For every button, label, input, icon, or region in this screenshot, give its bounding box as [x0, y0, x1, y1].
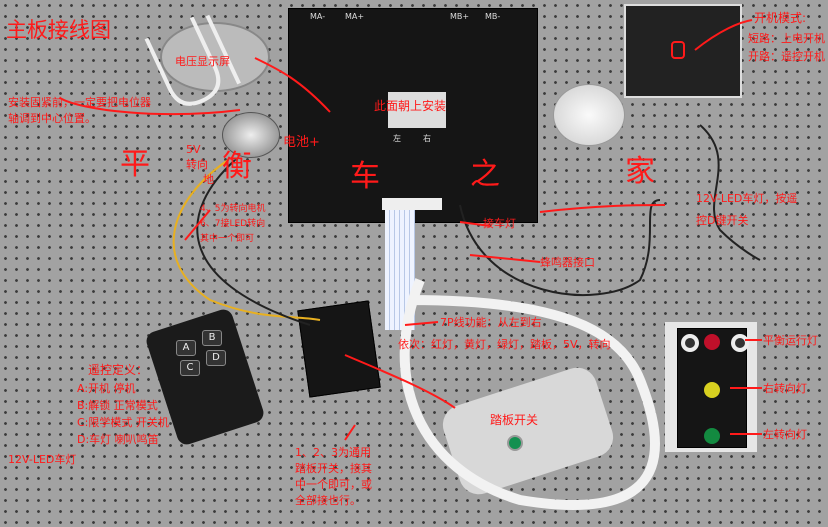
pcb-label-mb-minus: MB-: [485, 12, 501, 21]
label-turn-note-3: 其中一个即可: [200, 234, 255, 244]
pcb-label-ma-plus: MA+: [345, 12, 365, 21]
pcb-label-left: 左: [393, 134, 401, 143]
label-remote-title: 遥控定义：: [88, 363, 149, 377]
main-controller-board: [288, 8, 538, 223]
label-remote-b: B:解锁 正常模式: [77, 399, 158, 412]
banner-char: 车: [350, 159, 380, 194]
label-pedal-note-3: 中一个即可，或: [295, 478, 372, 491]
label-turn-note-2: 6、7接LED转向: [200, 219, 266, 229]
remote-key-d: D: [206, 350, 226, 366]
label-pot-note-2: 轴调到中心位置。: [8, 112, 96, 125]
label-seven-pin-2: 依次：红灯，黄灯，绿灯，踏板，5V，转向: [398, 338, 611, 351]
label-remote-a: A:开机 停机: [77, 382, 136, 395]
label-left-turn: 左转向灯: [763, 428, 807, 441]
remote-key-a: A: [176, 340, 196, 356]
banner-char: 平: [120, 147, 150, 182]
pcb-label-ma-minus: MA-: [310, 12, 326, 21]
buzzer-wire: [459, 199, 661, 296]
label-power-mode-title: 开机模式:: [754, 11, 807, 25]
face-up-label-box: [388, 92, 446, 128]
label-power-mode-short: 短路：上电开机: [748, 32, 825, 45]
black-wire: [196, 159, 311, 326]
label-seven-pin-1: 7P线功能：从左到右: [440, 316, 542, 329]
label-pot-note-1: 安装固紧前，一定要把电位器: [8, 96, 151, 109]
led-wire: [699, 124, 761, 261]
remote-key-b: B: [202, 330, 222, 346]
label-buzzer: 蜂鸣器接口: [540, 256, 595, 269]
label-remote-c: C:限学模式 开关机: [77, 416, 169, 429]
left-turn-led: [704, 428, 720, 444]
jumper-highlight: [671, 41, 685, 59]
label-pot-gnd: 地: [203, 173, 214, 186]
label-remote-d: D:车灯 喇叭鸣笛: [77, 433, 159, 446]
label-voltage-display: 电压显示屏: [175, 55, 230, 68]
potentiometer: [222, 112, 280, 158]
remote-key-c: C: [180, 360, 200, 376]
label-pot-turn: 转向: [186, 158, 208, 171]
label-car-light: 接车灯: [483, 217, 516, 230]
banner-char: 衡: [222, 149, 252, 184]
label-pot-5v: 5V: [186, 143, 201, 156]
label-pedal-note-1: 1、2、3为通用: [295, 446, 371, 459]
ribbon-loop: [399, 278, 660, 510]
balance-led: [704, 334, 720, 350]
banner-char: 家: [625, 154, 655, 189]
page-title: 主板接线图: [6, 18, 111, 42]
mount-hole: [681, 334, 699, 352]
pedal-button: [507, 435, 523, 451]
label-led-light-1: 12V-LED车灯，按遥: [696, 192, 798, 205]
pcb-label-mb-plus: MB+: [450, 12, 470, 21]
buzzer: [553, 84, 625, 146]
label-led-bottom: 12V-LED车灯: [8, 453, 77, 466]
label-power-mode-open: 开路：遥控开机: [748, 50, 825, 63]
label-battery-plus: 电池+: [283, 135, 320, 150]
mount-hole: [731, 334, 749, 352]
watermark-logo: [144, 14, 241, 106]
label-right-turn: 右转向灯: [763, 382, 807, 395]
label-pedal-note-2: 踏板开关，接其: [295, 462, 372, 475]
pcb-label-right: 右: [423, 134, 431, 143]
label-pedal-note-4: 全部接也行。: [295, 494, 361, 507]
label-face-up: 此面朝上安装: [374, 99, 447, 113]
right-turn-led: [704, 382, 720, 398]
ribbon-connector: [382, 198, 442, 210]
label-pedal-switch: 踏板开关: [490, 413, 539, 427]
label-turn-note-1: 4、5为转向电机: [200, 204, 266, 214]
banner-char: 之: [470, 157, 500, 192]
label-balance-light: 平衡运行灯: [763, 334, 818, 347]
label-led-light-2: 控D键开关: [696, 214, 749, 227]
annotation-arrows: [59, 19, 762, 441]
